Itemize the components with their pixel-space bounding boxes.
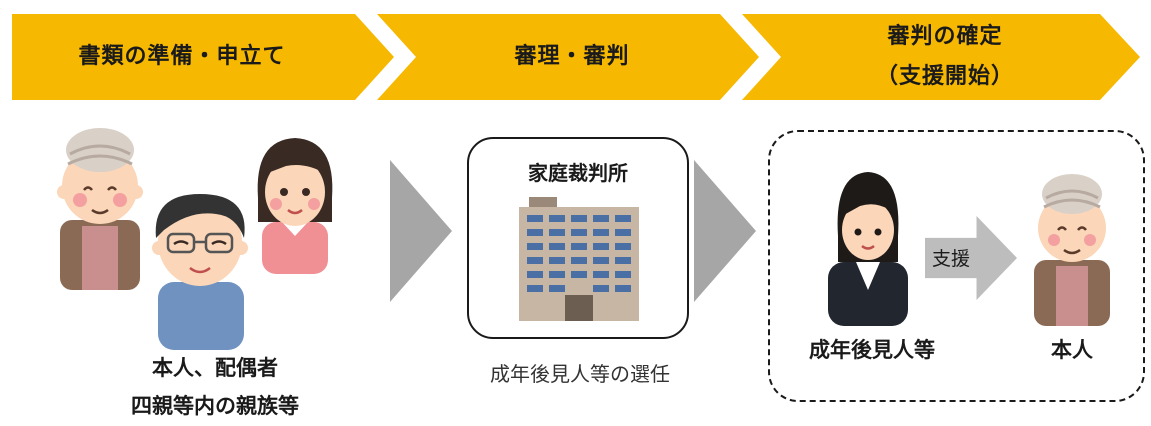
building-window <box>571 215 587 222</box>
applicants-illustration <box>57 128 333 350</box>
grandmother-icon <box>57 128 143 290</box>
step2-label: 審理・審判 <box>514 44 630 69</box>
court-caption: 成年後見人等の選任 <box>490 362 670 386</box>
building-window <box>593 285 609 292</box>
step1-label: 書類の準備・申立て <box>78 44 286 69</box>
step3-label: 審判の確定 （支援開始） <box>780 14 1110 100</box>
building-window <box>527 215 543 222</box>
step3-label-line2: （支援開始） <box>875 64 1014 89</box>
flow-arrow-2 <box>694 160 756 302</box>
building-window <box>527 243 543 250</box>
court-building-icon <box>519 197 639 321</box>
building-window <box>593 215 609 222</box>
guardian-label: 成年後見人等 <box>809 338 935 362</box>
person-grandmother-icon <box>1034 174 1110 326</box>
family-court-box: 家庭裁判所 <box>467 137 689 339</box>
building-window <box>615 285 631 292</box>
step2-chevron <box>377 14 759 100</box>
building-window <box>549 243 565 250</box>
building-window <box>527 271 543 278</box>
building-window <box>593 271 609 278</box>
building-window <box>593 243 609 250</box>
building-window <box>549 271 565 278</box>
building-window <box>571 243 587 250</box>
building-window <box>527 257 543 264</box>
building-window <box>571 257 587 264</box>
building-window <box>527 285 543 292</box>
building-window <box>593 229 609 236</box>
guardian-icon <box>828 172 908 326</box>
result-dashed-box <box>768 130 1145 402</box>
building-window <box>549 257 565 264</box>
person-label: 本人 <box>1051 338 1093 362</box>
building-window <box>615 215 631 222</box>
woman-icon <box>257 138 333 274</box>
step3-label-line1: 審判の確定 <box>887 24 1003 49</box>
building-window <box>615 271 631 278</box>
building-window <box>571 229 587 236</box>
building-window <box>549 229 565 236</box>
building-window <box>527 229 543 236</box>
applicants-label-line1: 本人、配偶者 <box>152 356 278 380</box>
support-label: 支援 <box>931 248 970 270</box>
building-window <box>571 271 587 278</box>
family-court-title: 家庭裁判所 <box>528 161 628 185</box>
building-window <box>549 215 565 222</box>
step3-chevron <box>742 14 1140 100</box>
building-window <box>615 243 631 250</box>
flow-arrow-1 <box>390 160 452 302</box>
step1-chevron <box>12 14 394 100</box>
building-window <box>615 229 631 236</box>
building-window <box>615 257 631 264</box>
man-with-glasses-icon <box>152 194 248 350</box>
building-window <box>593 257 609 264</box>
building-window <box>549 285 565 292</box>
applicants-label-line2: 四親等内の親族等 <box>131 394 299 418</box>
